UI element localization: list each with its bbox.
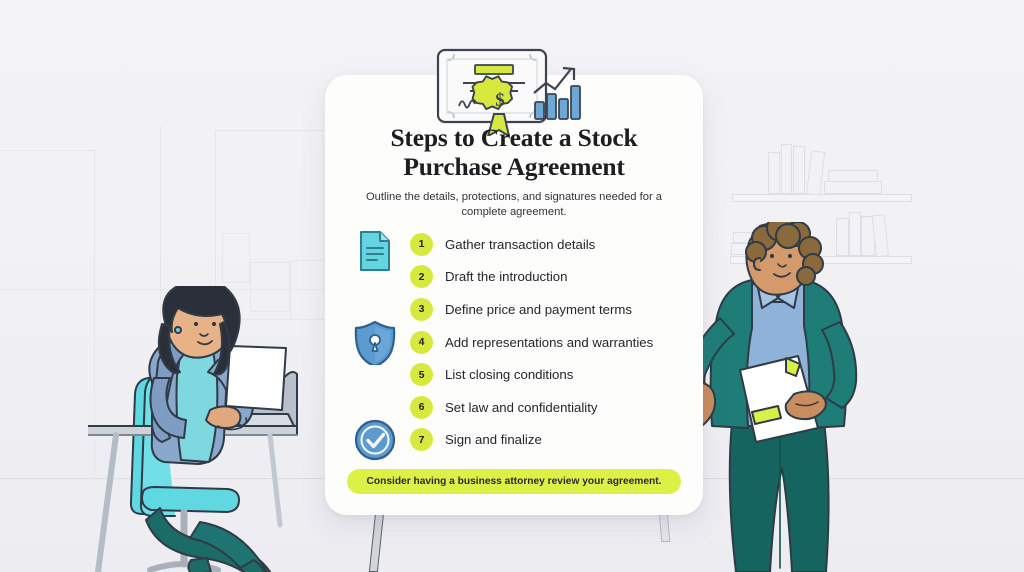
- step-row: 4 Add representations and warranties: [325, 326, 703, 359]
- card-heading-block: Steps to Create a Stock Purchase Agreeme…: [325, 123, 703, 219]
- stair-block-outline: [222, 233, 250, 283]
- stair-block-outline: [250, 262, 290, 312]
- step-row: 2 Draft the introduction: [325, 261, 703, 294]
- wall-baseboard-line: [0, 289, 330, 290]
- step-number-badge: 2: [410, 265, 433, 289]
- wall-edge-line: [160, 126, 166, 426]
- step-row: 5 List closing conditions: [325, 358, 703, 391]
- step-number-badge: 1: [410, 232, 433, 256]
- certificate-badge-chart-icon: $: [430, 44, 598, 136]
- advisory-banner: Consider having a business attorney revi…: [347, 469, 681, 494]
- book-outline: [836, 218, 849, 256]
- infographic-card: $ Steps to Create a Stock Purchase Agree…: [325, 48, 703, 515]
- document-icon: [352, 228, 398, 274]
- book-outline: [781, 144, 792, 194]
- advisory-banner-text: Consider having a business attorney revi…: [366, 476, 662, 487]
- step-number-badge: 3: [410, 297, 433, 321]
- book-outline: [768, 152, 780, 194]
- step-row: 3 Define price and payment terms: [325, 293, 703, 326]
- page-subtitle: Outline the details, protections, and si…: [365, 191, 663, 218]
- book-outline: [793, 146, 805, 194]
- step-label: Sign and finalize: [445, 432, 542, 448]
- check-circle-icon: [352, 417, 398, 463]
- step-row: 7 Sign and finalize: [325, 424, 703, 457]
- step-number-badge: 5: [410, 363, 433, 387]
- steps-list: 1 Gather transaction details 2 Draft the…: [325, 228, 703, 461]
- step-number-badge: 4: [410, 330, 433, 354]
- book-stack-outline: [824, 181, 882, 194]
- seated-woman-at-desk: [88, 286, 358, 572]
- standing-man-presenting: [668, 222, 893, 572]
- step-label: List closing conditions: [445, 367, 574, 383]
- shield-lock-icon: [352, 319, 398, 365]
- book-outline: [849, 212, 861, 256]
- page-title: Steps to Create a Stock Purchase Agreeme…: [390, 123, 638, 181]
- step-label: Set law and confidentiality: [445, 399, 598, 415]
- step-number-badge: 6: [410, 395, 433, 419]
- step-label: Gather transaction details: [445, 236, 596, 252]
- step-label: Define price and payment terms: [445, 301, 632, 317]
- wall-panel-outline: [0, 150, 95, 480]
- step-row: 6 Set law and confidentiality: [325, 391, 703, 424]
- step-number-badge: 7: [410, 428, 433, 452]
- step-row: 1 Gather transaction details: [325, 228, 703, 261]
- easel-leg-left: [368, 512, 385, 572]
- bookshelf-upper: [732, 194, 912, 202]
- step-label: Add representations and warranties: [445, 334, 654, 350]
- svg-text:$: $: [495, 90, 505, 111]
- book-outline-tilted: [806, 150, 826, 196]
- step-label: Draft the introduction: [445, 269, 568, 285]
